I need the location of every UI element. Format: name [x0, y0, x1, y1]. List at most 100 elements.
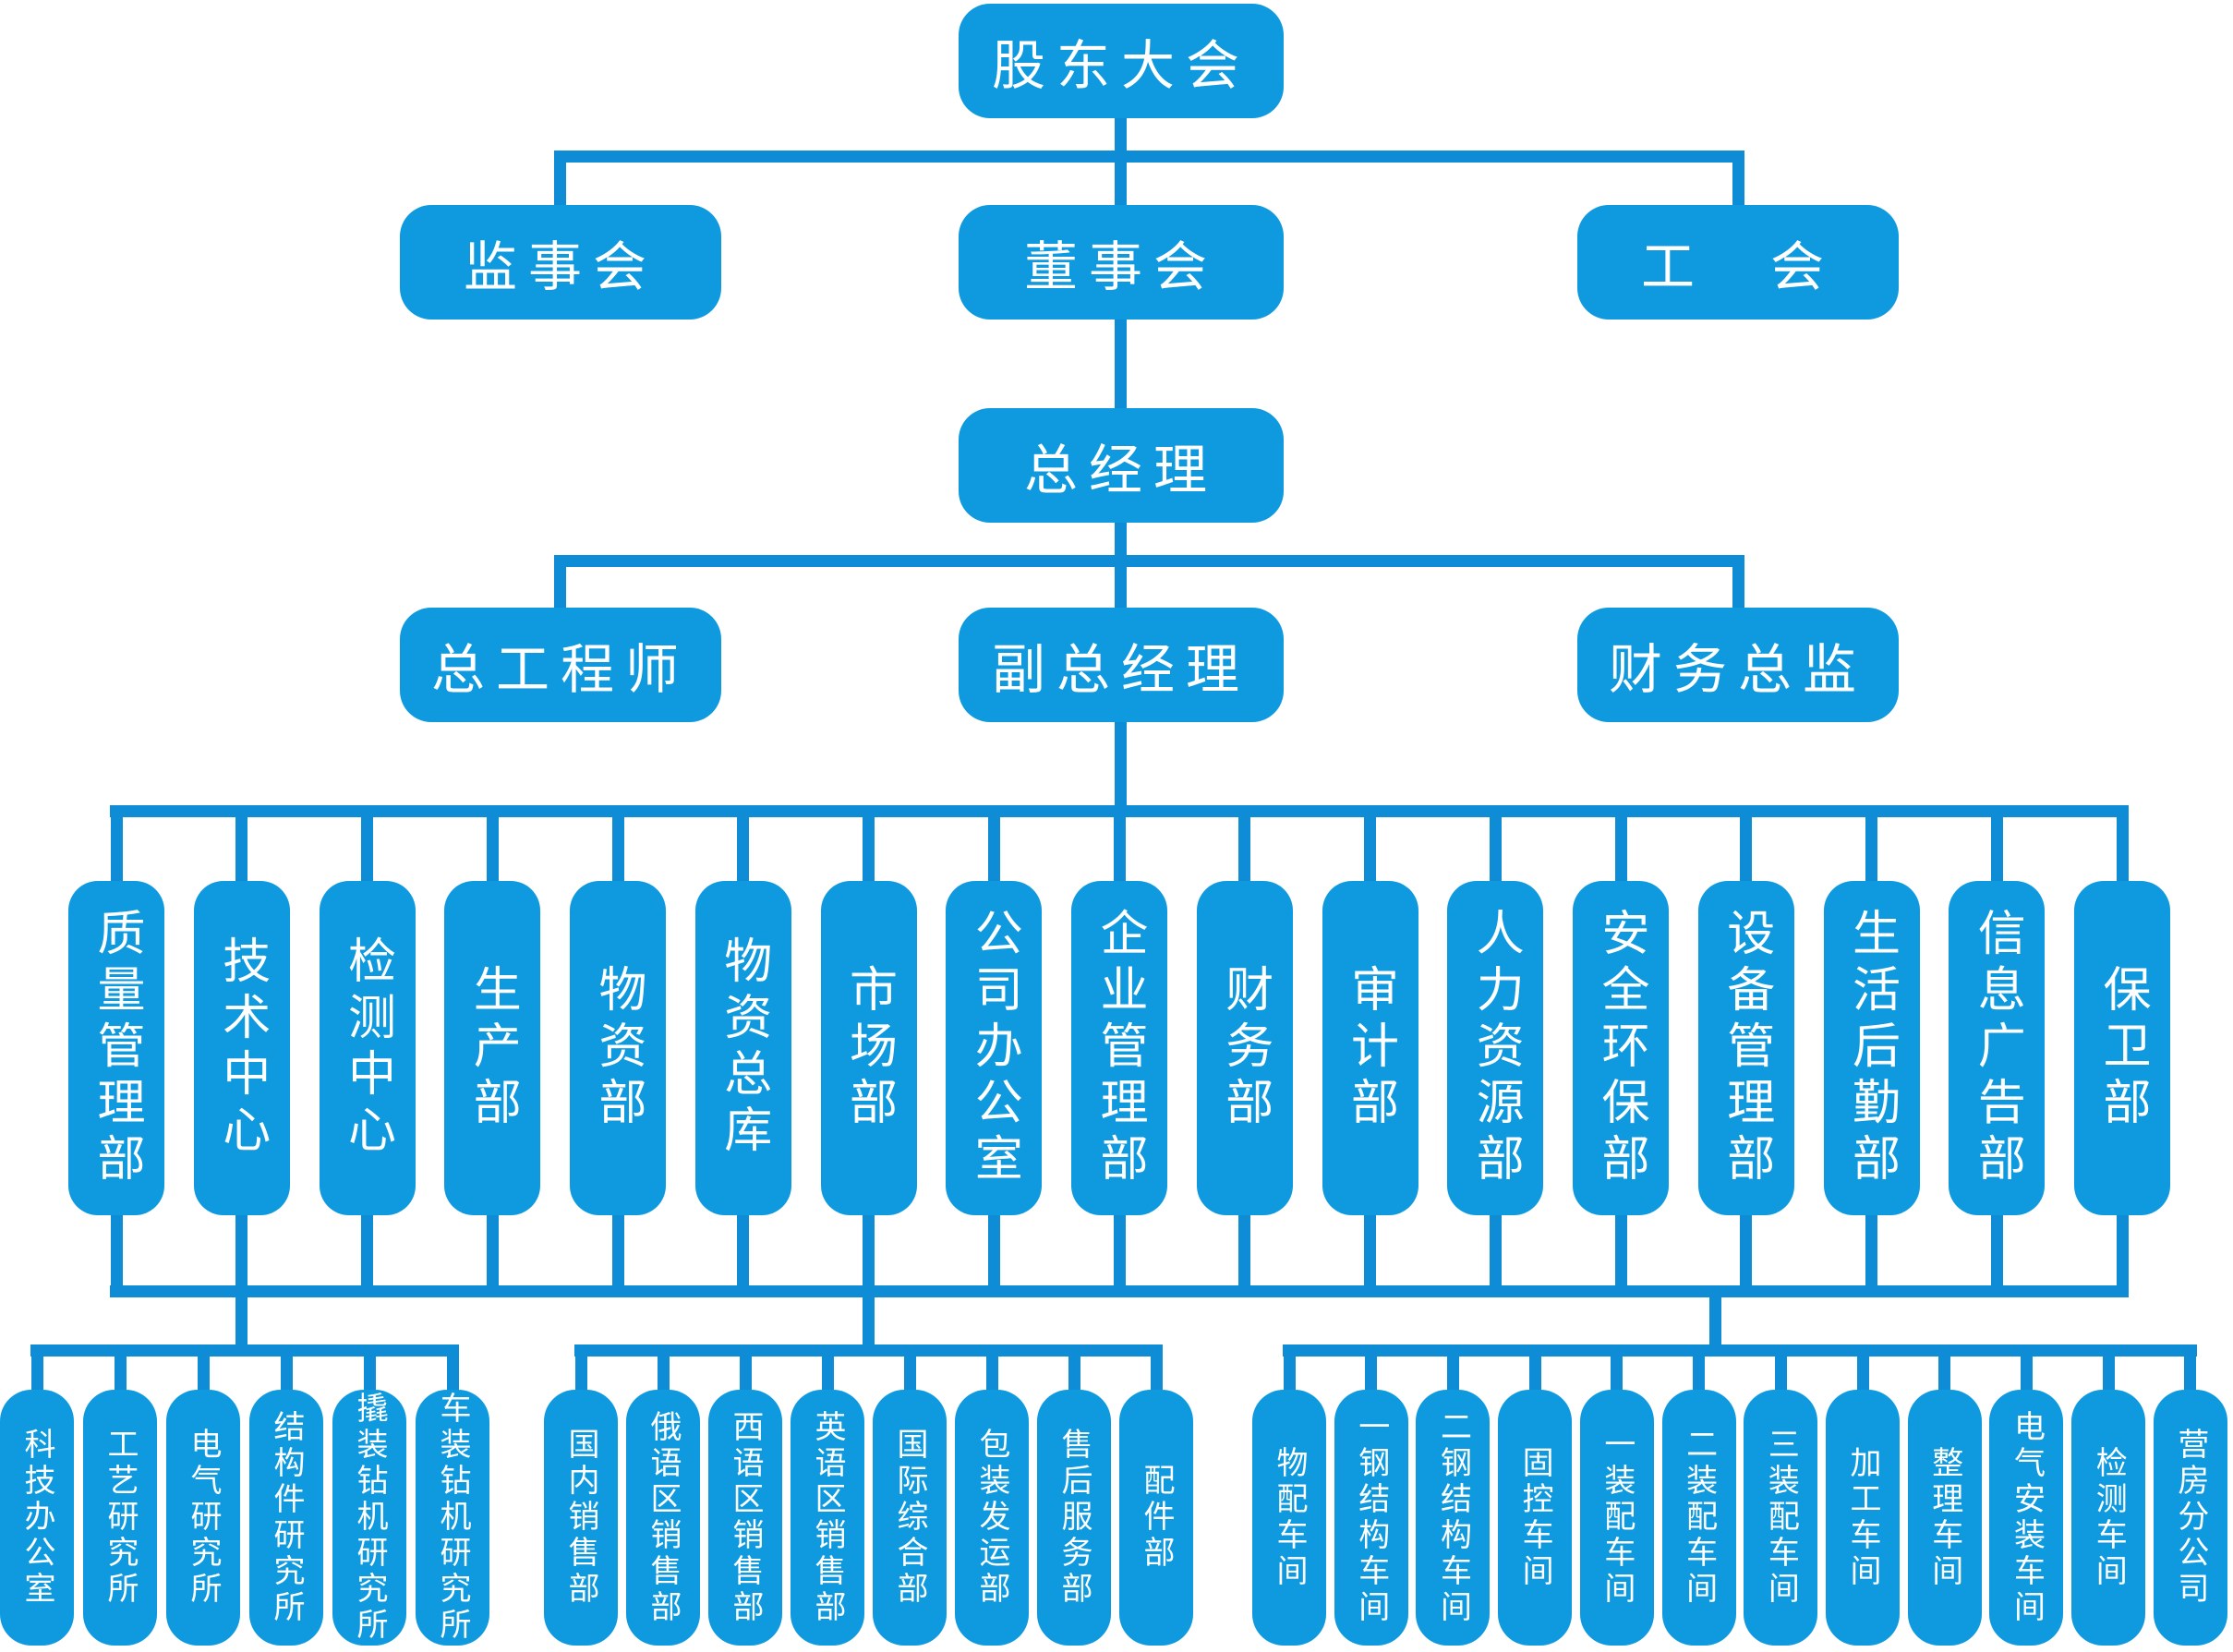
- node-label: 信息广告部: [1969, 907, 2025, 1189]
- sub-node: 一装配车间: [1579, 1347, 1654, 1646]
- sales-group: 国内销售部 俄语区销售部 西语区销售部 英语区销售部 国际综合部 包装发运部 售…: [544, 1347, 1193, 1646]
- node-label: 配件部: [1138, 1464, 1175, 1572]
- department-node: 公司办公室: [946, 813, 1043, 1287]
- node-label: 财务部: [1216, 963, 1273, 1133]
- connector-line: [235, 1293, 247, 1350]
- sub-node: 物配车间: [1252, 1347, 1326, 1646]
- connector-line: [110, 1285, 2129, 1297]
- sub-node: 二装配车间: [1661, 1347, 1736, 1646]
- department-node: 信息广告部: [1949, 813, 2046, 1287]
- node-label: 一装配车间: [1598, 1428, 1636, 1608]
- sub-node: 包装发运部: [955, 1347, 1029, 1646]
- sub-node: 撬装钻机研究所: [332, 1347, 406, 1646]
- node-label: 售后服务部: [1056, 1428, 1092, 1608]
- department-node: 物资总库: [694, 813, 791, 1287]
- node-label: 英语区销售部: [809, 1409, 846, 1626]
- node-label: 车装钻机研究所: [434, 1392, 471, 1644]
- sub-node: 电气研究所: [166, 1347, 240, 1646]
- node-label: 人力资源部: [1467, 907, 1524, 1189]
- node-label: 物资部: [590, 963, 646, 1133]
- node-label: 包装发运部: [973, 1428, 1010, 1608]
- department-node: 物资部: [570, 813, 666, 1287]
- node-label: 工 会: [1640, 235, 1835, 298]
- sub-node: 科技办公室: [0, 1347, 74, 1646]
- node-label: 市场部: [840, 963, 897, 1133]
- node-label: 安全环保部: [1593, 907, 1648, 1189]
- connector-line: [574, 1345, 1163, 1357]
- node-label: 工艺研究所: [102, 1428, 139, 1608]
- node-supervisory-board: 监事会: [400, 205, 721, 320]
- node-label: 设备管理部: [1718, 907, 1774, 1189]
- department-node: 安全环保部: [1573, 813, 1669, 1287]
- connector-line: [1709, 1293, 1721, 1350]
- node-label: 国际综合部: [891, 1428, 928, 1608]
- node-label: 生产部: [465, 963, 521, 1133]
- department-row: 质量管理部 技术中心 检测中心 生产部 物资部 物资总库 市场部 公司办公室 企…: [68, 813, 2170, 1287]
- connector-line: [1115, 314, 1127, 414]
- sub-node: 西语区销售部: [708, 1347, 782, 1646]
- sub-node: 二钢结构车间: [1416, 1347, 1491, 1646]
- node-label: 固控车间: [1516, 1445, 1554, 1590]
- node-label: 二装配车间: [1680, 1428, 1718, 1608]
- workshop-group: 物配车间 一钢结构车间 二钢结构车间 固控车间 一装配车间 二装配车间 三装配车…: [1252, 1347, 2227, 1646]
- connector-line: [1115, 717, 1127, 809]
- node-label: 西语区销售部: [727, 1409, 764, 1626]
- sub-node: 结构件研究所: [249, 1347, 323, 1646]
- department-node: 设备管理部: [1697, 813, 1794, 1287]
- connector-line: [1115, 115, 1127, 211]
- connector-line: [1115, 519, 1127, 561]
- sub-node: 配件部: [1119, 1347, 1193, 1646]
- node-label: 一钢结构车间: [1352, 1409, 1390, 1626]
- node-label: 董事会: [1023, 235, 1218, 298]
- sub-node: 整理车间: [1907, 1347, 1982, 1646]
- node-label: 技术中心: [213, 935, 270, 1161]
- node-deputy-general-manager: 副总经理: [959, 608, 1284, 722]
- connector-line: [554, 555, 1744, 567]
- node-chief-engineer: 总工程师: [400, 608, 721, 722]
- department-node: 生活后勤部: [1823, 813, 1920, 1287]
- connector-line: [863, 1293, 875, 1350]
- node-label: 财务总监: [1608, 638, 1867, 701]
- sub-node: 国内销售部: [544, 1347, 618, 1646]
- node-general-manager: 总经理: [959, 408, 1284, 523]
- node-label: 审计部: [1342, 963, 1398, 1133]
- node-label: 保卫部: [2094, 963, 2150, 1133]
- node-label: 股东大会: [991, 34, 1250, 97]
- node-shareholders-meeting: 股东大会: [959, 4, 1284, 118]
- connector-line: [30, 1345, 459, 1357]
- sub-node: 检测车间: [2071, 1347, 2146, 1646]
- department-node: 财务部: [1196, 813, 1293, 1287]
- node-label: 物资总库: [715, 935, 771, 1161]
- node-labor-union: 工 会: [1577, 205, 1899, 320]
- connector-line: [1283, 1345, 2197, 1357]
- department-node: 技术中心: [193, 813, 290, 1287]
- sub-node: 国际综合部: [873, 1347, 947, 1646]
- node-label: 总工程师: [430, 638, 690, 701]
- node-label: 国内销售部: [562, 1428, 599, 1608]
- sub-node: 车装钻机研究所: [416, 1347, 489, 1646]
- node-label: 结构件研究所: [268, 1409, 305, 1626]
- sub-node: 英语区销售部: [791, 1347, 864, 1646]
- connector-line: [1732, 561, 1744, 613]
- department-node: 检测中心: [319, 813, 416, 1287]
- node-label: 科技办公室: [18, 1428, 55, 1608]
- department-node: 保卫部: [2074, 813, 2170, 1287]
- node-label: 检测中心: [339, 935, 395, 1161]
- node-label: 企业管理部: [1092, 907, 1147, 1189]
- connector-line: [554, 157, 566, 209]
- sub-node: 电气安装车间: [1989, 1347, 2064, 1646]
- node-label: 撬装钻机研究所: [351, 1392, 388, 1644]
- node-label: 物配车间: [1271, 1445, 1308, 1590]
- node-label: 质量管理部: [89, 907, 144, 1189]
- node-label: 电气研究所: [185, 1428, 222, 1608]
- sub-node: 一钢结构车间: [1334, 1347, 1408, 1646]
- connector-line: [1732, 157, 1744, 209]
- department-node: 人力资源部: [1447, 813, 1544, 1287]
- node-board-of-directors: 董事会: [959, 205, 1284, 320]
- research-group: 科技办公室 工艺研究所 电气研究所 结构件研究所 撬装钻机研究所 车装钻机研究所: [0, 1347, 489, 1646]
- sub-node: 三装配车间: [1744, 1347, 1818, 1646]
- node-label: 营房分公司: [2171, 1428, 2209, 1608]
- department-node: 企业管理部: [1071, 813, 1167, 1287]
- connector-line: [554, 151, 1744, 163]
- connector-line: [554, 561, 566, 613]
